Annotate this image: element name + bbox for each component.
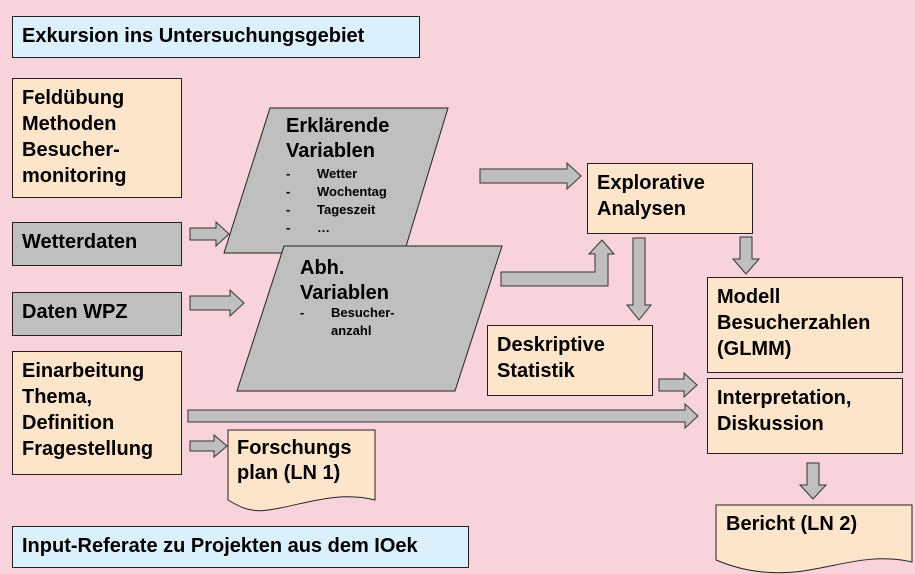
erklaerende-bullet: - [286, 220, 291, 235]
daten-wpz-box: Daten WPZ [12, 292, 182, 336]
arrow-einarbeitung-to-forschungsplan [189, 433, 228, 459]
arrow-interpretation-to-bericht [798, 462, 828, 500]
arrow-einarbeitung-to-interpretation [187, 402, 699, 430]
interpretation-box: Interpretation, Diskussion [707, 378, 903, 454]
list-item: Wochentag [317, 184, 387, 199]
erklaerende-bullet: - [286, 202, 291, 217]
arrow-wpz-to-abh [189, 288, 245, 318]
abh-title: Abh. Variablen [300, 257, 389, 304]
input-referate-banner: Input-Referate zu Projekten aus dem IOek [12, 526, 469, 568]
list-item: Wetter [317, 166, 358, 181]
forschungsplan-label: Forschungs plan (LN 1) [237, 437, 352, 484]
modell-box: Modell Besucherzahlen (GLMM) [707, 277, 903, 373]
erklaerende-bullet: - [286, 184, 291, 199]
wetterdaten-box: Wetterdaten [12, 222, 182, 266]
forschungsplan-shape [227, 429, 376, 512]
list-item: Besucher- [331, 305, 395, 320]
exkursion-banner: Exkursion ins Untersuchungsgebiet [12, 16, 420, 58]
abh-variablen-shape [236, 245, 503, 392]
arrow-abh-to-explorative [500, 239, 616, 287]
erklaerende-bullet: - [286, 166, 291, 181]
arrow-explorative-to-deskriptive [625, 237, 653, 321]
einarbeitung-box: Einarbeitung Thema, Definition Fragestel… [12, 351, 182, 475]
arrow-explorative-to-modell [731, 236, 761, 275]
arrow-erklaerende-to-explorative [479, 161, 582, 191]
deskriptive-statistik-box: Deskriptive Statistik [487, 325, 653, 396]
erklaerende-title: Erklärende Variablen [286, 115, 390, 162]
list-item: Tageszeit [317, 202, 376, 217]
bericht-shape [715, 504, 913, 574]
abh-items: Besucher- anzahl [331, 304, 395, 340]
list-item: … [317, 220, 330, 235]
feldubung-box: Feldübung Methoden Besucher- monitoring [12, 78, 182, 198]
bericht-label: Bericht (LN 2) [726, 513, 858, 535]
explorative-analysen-box: Explorative Analysen [587, 163, 753, 234]
abh-bullet: - [300, 305, 305, 320]
list-item: anzahl [331, 323, 372, 338]
arrow-wetter-to-erklaerende [189, 220, 230, 248]
erklaerende-items: Wetter Wochentag Tageszeit … [317, 165, 387, 237]
arrow-deskriptive-to-interpretation [658, 371, 698, 399]
